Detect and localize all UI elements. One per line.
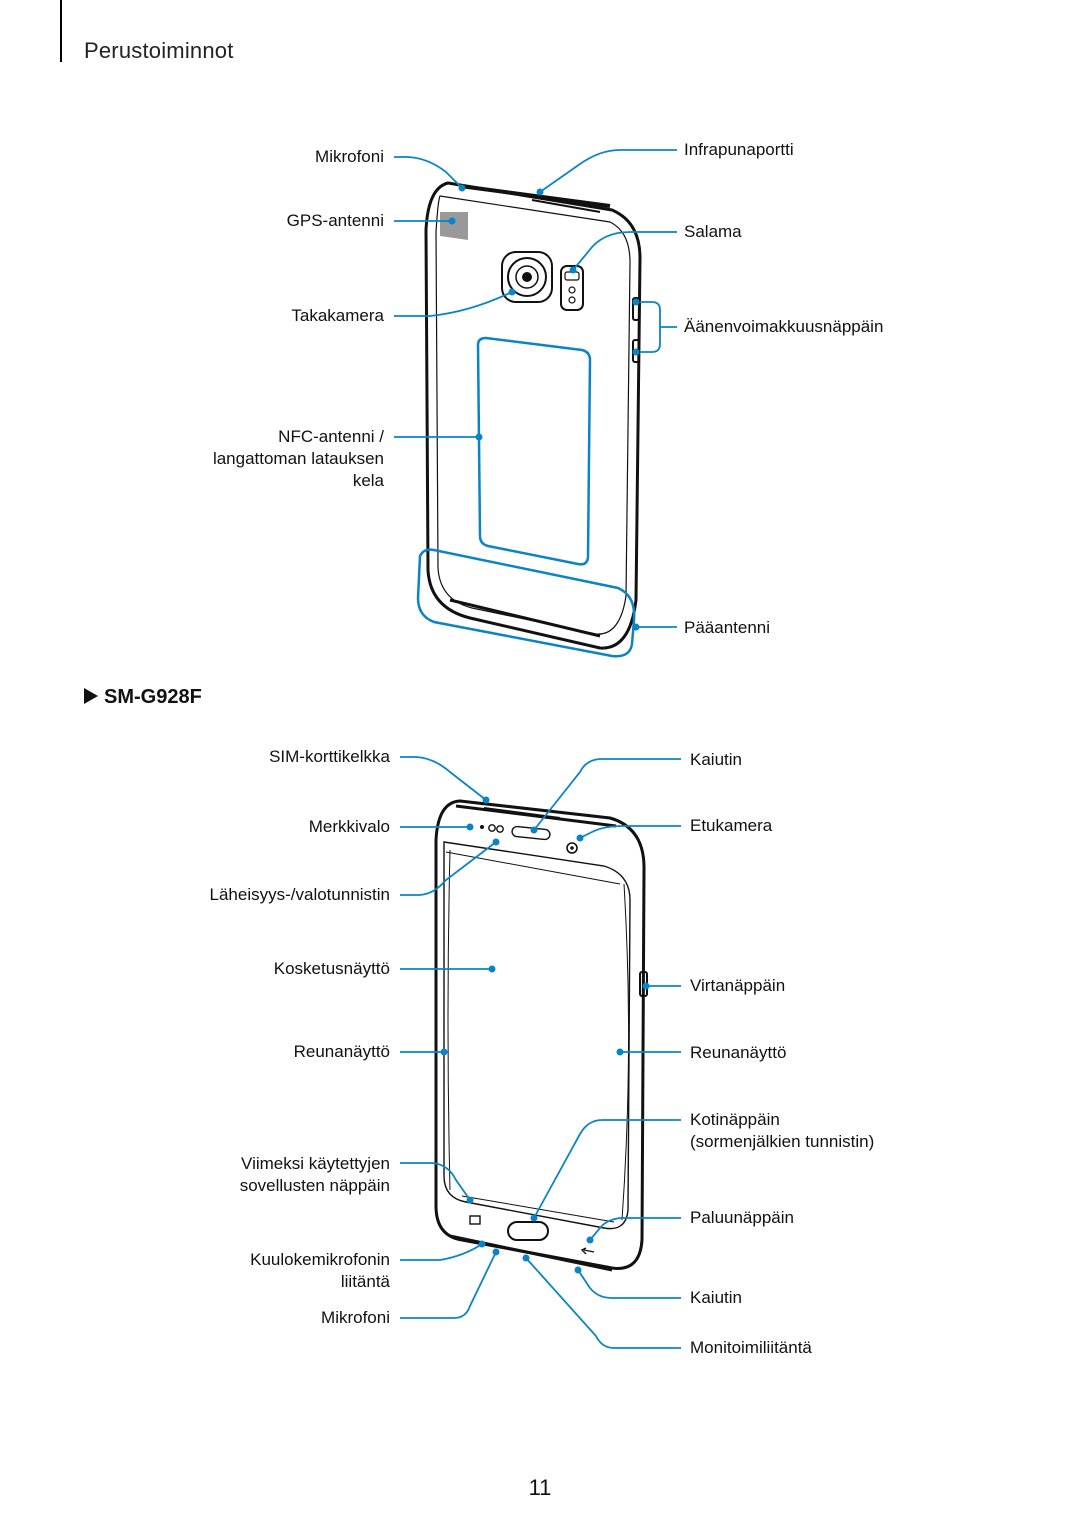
label-recent-line1: Viimeksi käytettyjen xyxy=(241,1154,390,1173)
header-rule xyxy=(60,0,62,62)
model-heading: SM-G928F xyxy=(84,686,202,709)
section-title: Perustoiminnot xyxy=(84,38,234,63)
label-volume: Äänenvoimakkuusnäppäin xyxy=(684,317,884,336)
callout-line-home xyxy=(533,1119,681,1219)
label-touchscreen: Kosketusnäyttö xyxy=(273,959,390,978)
callout-line-front-camera xyxy=(579,825,681,839)
model-heading-text: SM-G928F xyxy=(104,686,202,708)
label-infrared: Infrapunaportti xyxy=(684,140,794,159)
label-edge-right: Reunanäyttö xyxy=(690,1043,787,1062)
label-power: Virtanäppäin xyxy=(690,976,786,995)
page-number: 11 xyxy=(528,1475,552,1500)
label-flash: Salama xyxy=(684,222,742,241)
label-front-camera: Etukamera xyxy=(690,816,773,835)
callout-line-multipurpose xyxy=(525,1257,681,1349)
front-callout-dots xyxy=(440,796,650,1274)
label-microphone-front: Mikrofoni xyxy=(321,1308,390,1327)
callout-line-volume xyxy=(640,301,677,353)
callout-line-infrared xyxy=(539,149,677,193)
phone-back-illustration xyxy=(416,181,642,658)
label-multipurpose: Monitoimiliitäntä xyxy=(690,1338,812,1357)
label-earpiece: Kaiutin xyxy=(690,750,742,769)
label-gps-antenna: GPS-antenni xyxy=(286,211,384,230)
label-rear-camera: Takakamera xyxy=(291,306,384,325)
callout-line-back-key xyxy=(589,1217,681,1241)
front-callouts xyxy=(400,756,681,1349)
label-home-line2: (sormenjälkien tunnistin) xyxy=(690,1132,875,1151)
callout-line-rear-camera xyxy=(394,291,513,317)
label-headset-line2: liitäntä xyxy=(340,1272,390,1291)
label-nfc-line1: NFC-antenni / xyxy=(278,427,384,446)
callout-line-earpiece xyxy=(533,758,681,831)
label-microphone-back: Mikrofoni xyxy=(315,147,384,166)
back-callouts xyxy=(394,149,677,628)
label-proximity: Läheisyys-/valotunnistin xyxy=(209,885,390,904)
label-home-line1: Kotinäppäin xyxy=(690,1110,780,1129)
label-recent-line2: sovellusten näppäin xyxy=(239,1176,390,1195)
label-main-antenna: Pääantenni xyxy=(684,618,771,637)
callout-line-proximity xyxy=(400,841,497,896)
label-nfc-line3: kela xyxy=(352,471,384,490)
callout-line-mic-back xyxy=(394,156,463,189)
label-sim-tray: SIM-korttikelkka xyxy=(269,747,390,766)
label-led: Merkkivalo xyxy=(308,817,390,836)
label-back-key: Paluunäppäin xyxy=(690,1208,794,1227)
callout-line-mic-front xyxy=(400,1251,497,1319)
arrow-right-icon xyxy=(84,688,98,704)
callout-line-speaker xyxy=(577,1269,681,1299)
label-speaker: Kaiutin xyxy=(690,1288,742,1307)
callout-line-sim xyxy=(400,756,487,801)
callout-line-flash xyxy=(572,231,677,271)
label-edge-left: Reunanäyttö xyxy=(293,1042,390,1061)
label-headset-line1: Kuulokemikrofonin xyxy=(250,1250,390,1269)
back-callout-dots xyxy=(448,184,640,631)
label-nfc-line2: langattoman latauksen xyxy=(212,449,384,468)
callout-line-recent xyxy=(400,1162,471,1201)
callout-line-headset xyxy=(400,1243,483,1261)
